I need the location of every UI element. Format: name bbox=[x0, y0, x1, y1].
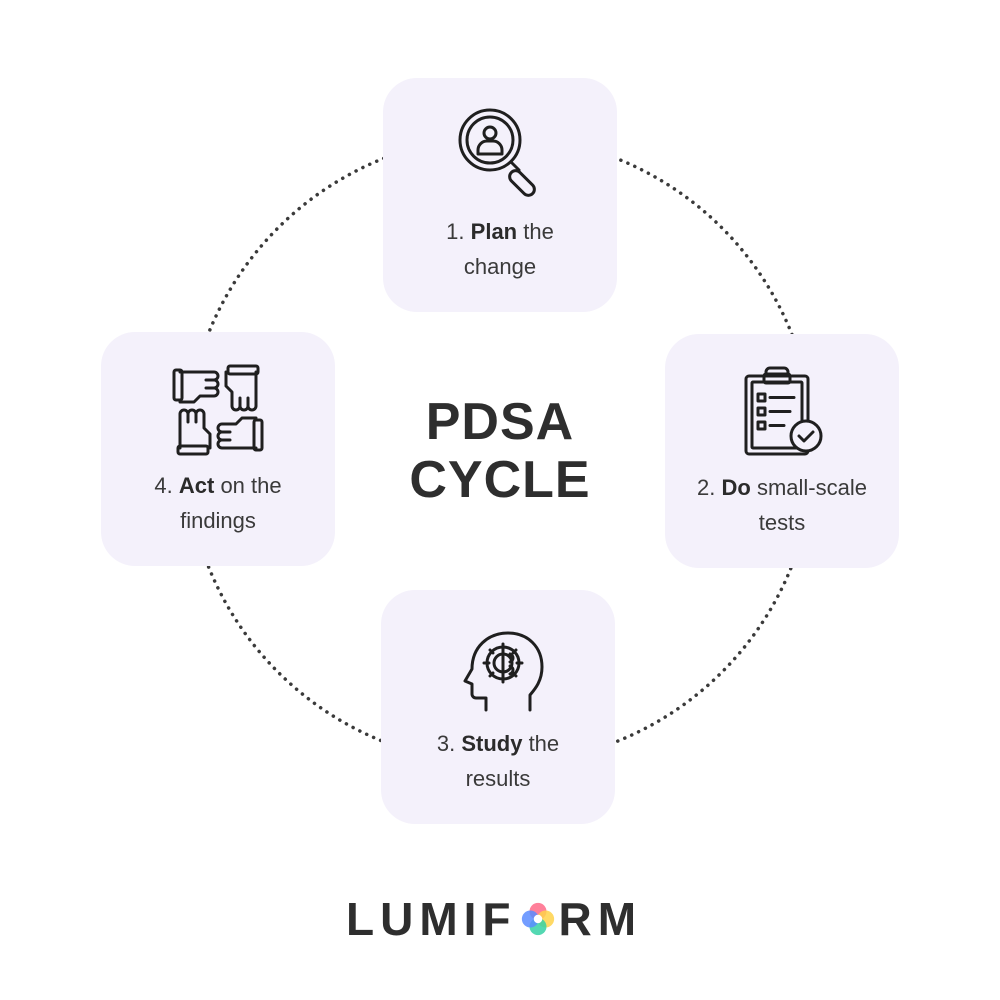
step-card-act: 4. Act on the findings bbox=[101, 332, 335, 566]
search-person-icon bbox=[458, 108, 536, 197]
step-label-study: 3. Study the results bbox=[436, 731, 560, 791]
step-label-plan: 1. Plan the change bbox=[446, 219, 554, 279]
step-card-do: 2. Do small-scale tests bbox=[665, 334, 899, 568]
title-line-1: PDSA bbox=[425, 393, 575, 451]
brand-logo: LUMIF RM bbox=[346, 893, 643, 945]
step-card-study: 3. Study the results bbox=[381, 590, 615, 824]
logo-text-after: RM bbox=[558, 893, 643, 945]
step-label-act: 4. Act on the findings bbox=[154, 473, 282, 533]
clipboard-check-icon bbox=[744, 366, 823, 456]
step-label-do: 2. Do small-scale tests bbox=[697, 475, 867, 535]
hands-together-icon bbox=[172, 364, 264, 456]
diagram-title: PDSA CYCLE bbox=[350, 393, 650, 509]
head-gear-brain-icon bbox=[463, 631, 544, 712]
colorful-o-logo-icon bbox=[521, 902, 554, 936]
title-line-2: CYCLE bbox=[409, 451, 591, 509]
logo-text-before: LUMIF bbox=[346, 893, 517, 945]
step-card-plan: 1. Plan the change bbox=[383, 78, 617, 312]
